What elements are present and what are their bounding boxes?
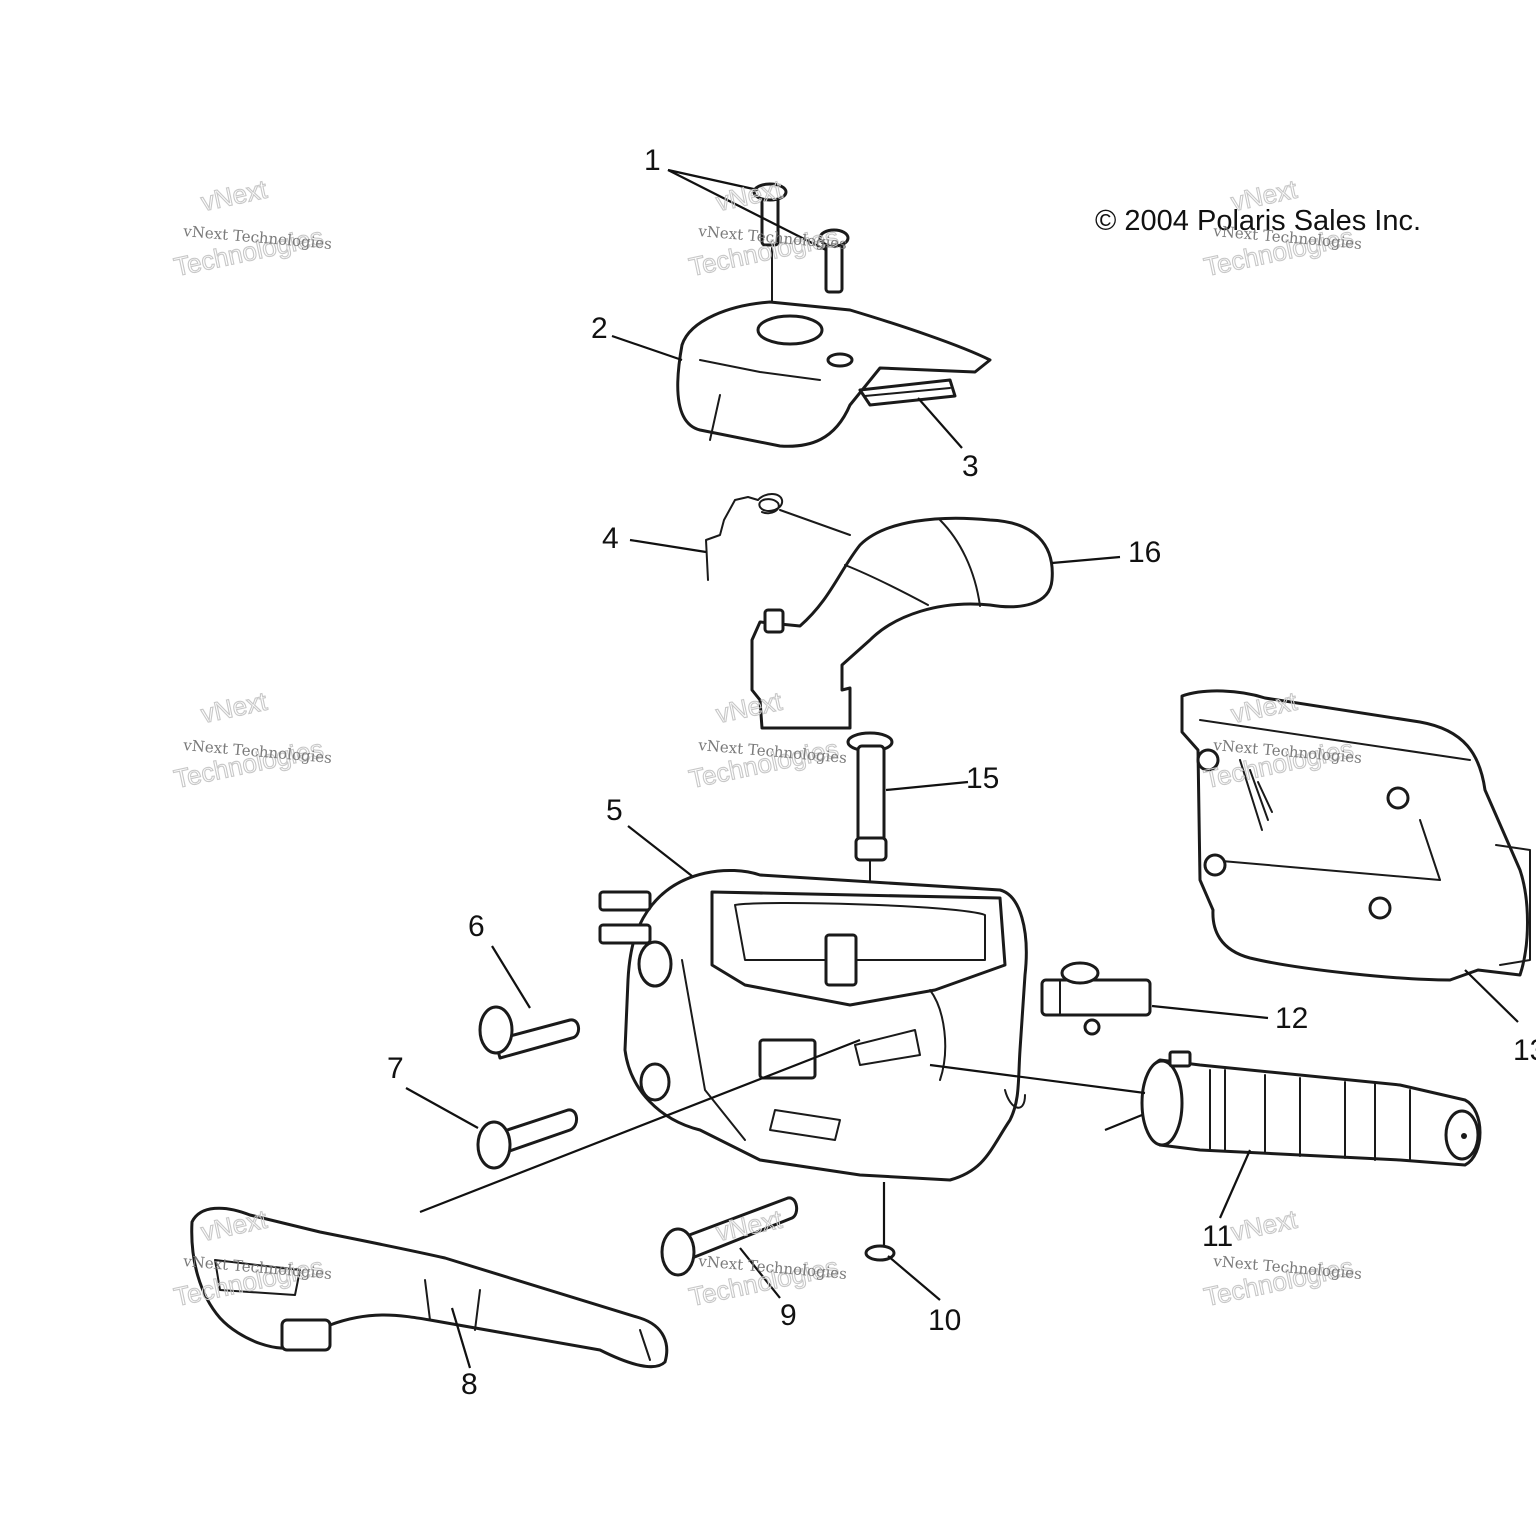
watermark-text: vNext xyxy=(713,1204,785,1247)
part-13-cap xyxy=(1180,689,1531,982)
part-4-spring xyxy=(705,493,851,581)
callout-2: 2 xyxy=(591,312,608,345)
part-3-gasket xyxy=(858,378,957,407)
part-12-switch xyxy=(1040,961,1152,1036)
assembly-lines xyxy=(419,1038,1146,1245)
callout-labels: 1 2 3 4 5 6 7 8 9 10 11 12 13 15 16 xyxy=(387,144,1536,1401)
callout-5: 5 xyxy=(606,794,623,827)
part-10-washer xyxy=(864,1244,896,1262)
watermark-text: vNext xyxy=(198,174,270,217)
callout-4: 4 xyxy=(602,522,619,555)
callout-8: 8 xyxy=(461,1368,478,1401)
part-11-cylinder xyxy=(1140,1050,1482,1167)
callout-12: 12 xyxy=(1275,1002,1308,1035)
callout-1: 1 xyxy=(644,144,661,177)
callout-7: 7 xyxy=(387,1052,404,1085)
copyright-notice: © 2004 Polaris Sales Inc. xyxy=(1095,205,1421,237)
part-16-throttle-lever xyxy=(750,516,1054,730)
callout-9: 9 xyxy=(780,1299,797,1332)
part-2-top-cover xyxy=(676,300,992,448)
part-7-pin xyxy=(476,1108,578,1170)
watermark-text: vNext xyxy=(1228,1204,1300,1247)
callout-3: 3 xyxy=(962,450,979,483)
callout-6: 6 xyxy=(468,910,485,943)
callout-13: 13 xyxy=(1513,1034,1536,1067)
leader-lines xyxy=(405,168,1519,1369)
watermark-text: vNext xyxy=(198,686,270,729)
part-6-pin xyxy=(478,1005,580,1060)
part-8-brake-lever xyxy=(190,1206,669,1369)
part-1-screws xyxy=(752,182,850,309)
part-9-pin xyxy=(660,1196,799,1277)
callout-16: 16 xyxy=(1128,536,1161,569)
part-5-housing xyxy=(598,869,1028,1182)
callout-15: 15 xyxy=(966,762,999,795)
callout-11: 11 xyxy=(1202,1220,1233,1253)
callout-10: 10 xyxy=(928,1304,961,1337)
